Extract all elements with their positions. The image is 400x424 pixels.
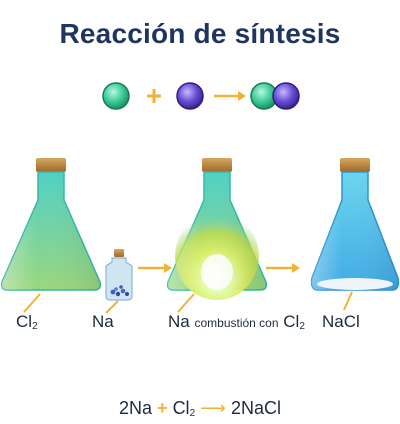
equation-left: 2Na: [118, 398, 153, 418]
reaction-arrow-icon: [138, 263, 172, 273]
label-chlorine: Cl2: [16, 312, 38, 332]
equation-chlorine-sub: 2: [189, 408, 196, 419]
pointer-line: [23, 293, 41, 313]
label-sodium-chloride: NaCl: [322, 312, 360, 331]
equation-right: 2NaCl: [230, 398, 281, 418]
product-sodium-atom-icon: [272, 82, 300, 110]
equation-chlorine: Cl: [172, 398, 190, 418]
plus-sign-icon: [147, 89, 161, 103]
salt-crystals-icon: [317, 278, 393, 290]
label-sodium: Na: [92, 312, 114, 331]
equation-plus: +: [157, 398, 168, 418]
flask-combustion: [166, 158, 268, 313]
pointer-line: [105, 300, 119, 314]
atoms-row: [102, 82, 300, 110]
chlorine-atom-icon: [102, 82, 130, 110]
sodium-pieces-icon: [110, 285, 129, 297]
chemical-equation: 2Na + Cl2 ⟶ 2NaCl: [0, 398, 400, 419]
pointer-line: [343, 291, 353, 311]
flask-sodium-chloride: [310, 158, 400, 311]
pointer-line: [177, 293, 195, 313]
reaction-arrow-icon: [266, 263, 300, 273]
equation-arrow-icon: ⟶: [200, 398, 226, 418]
diagram-title: Reacción de síntesis: [59, 18, 341, 49]
label-combustion: Na combustión con Cl2: [168, 312, 305, 332]
sodium-bottle: [105, 249, 133, 314]
flask-chlorine: [0, 158, 102, 313]
arrow-icon: [214, 91, 246, 101]
sodium-atom-icon: [176, 82, 204, 110]
